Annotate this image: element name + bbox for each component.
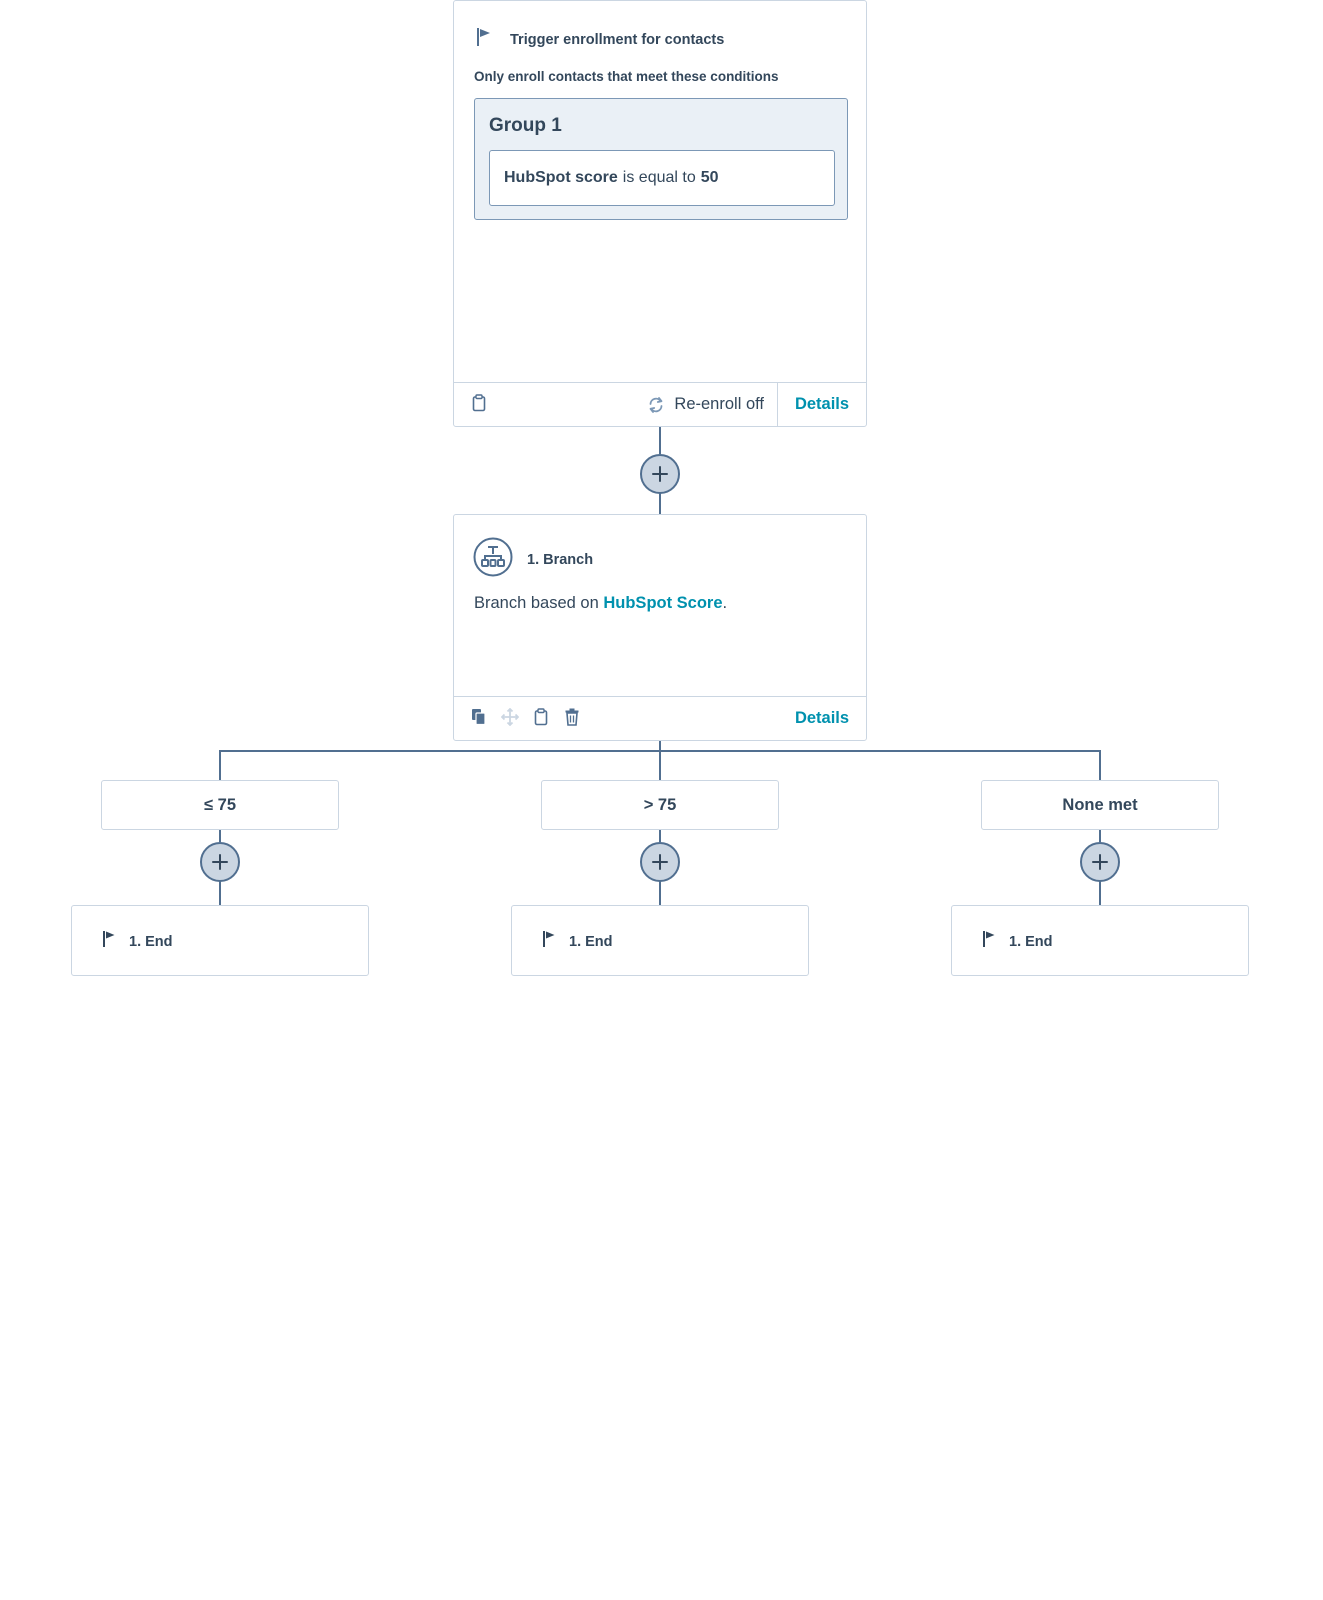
branch-description: Branch based on HubSpot Score. (474, 594, 727, 613)
branch-label-2[interactable]: > 75 (541, 780, 779, 830)
end-label: 1. End (129, 933, 173, 950)
plus-icon (212, 854, 228, 870)
connector-branch-horizontal (219, 750, 1101, 752)
connector-label-2-to-plus (659, 830, 661, 842)
connector-plus-to-branch (659, 492, 661, 514)
refresh-icon (650, 396, 663, 413)
trigger-details-link[interactable]: Details (777, 383, 866, 426)
connector-plus-2-to-end (659, 880, 661, 905)
trigger-header: Trigger enrollment for contacts (476, 27, 724, 52)
filter-condition[interactable]: HubSpot score is equal to 50 (489, 150, 835, 206)
plus-icon (1092, 854, 1108, 870)
group-title: Group 1 (489, 115, 562, 136)
branch-footer: Details (454, 696, 866, 740)
branch-header: 1. Branch (473, 537, 593, 582)
end-label: 1. End (569, 933, 613, 950)
clipboard-icon[interactable] (534, 708, 548, 731)
end-card-content: 1. End (102, 930, 173, 953)
filter-property: HubSpot score (504, 169, 618, 186)
connector-label-3-to-plus (1099, 830, 1101, 842)
plus-icon (652, 466, 668, 482)
branch-label-1[interactable]: ≤ 75 (101, 780, 339, 830)
trash-icon[interactable] (565, 708, 579, 731)
trigger-subtitle: Only enroll contacts that meet these con… (474, 69, 779, 84)
add-action-button-branch-2[interactable] (640, 842, 680, 882)
end-card-content: 1. End (542, 930, 613, 953)
branch-description-prefix: Branch based on (474, 594, 599, 612)
trigger-footer: Re-enroll off Details (454, 382, 866, 426)
filter-group: Group 1 HubSpot score is equal to 50 (474, 98, 848, 220)
branch-details-link[interactable]: Details (794, 709, 850, 727)
branch-title: 1. Branch (527, 551, 594, 568)
move-icon[interactable] (500, 707, 520, 731)
copy-icon[interactable] (471, 708, 487, 731)
branch-icon (473, 537, 513, 582)
connector-branch-left-down (219, 750, 221, 780)
flag-icon (476, 27, 492, 52)
flag-icon (542, 930, 556, 953)
connector-plus-3-to-end (1099, 880, 1101, 905)
flag-icon (102, 930, 116, 953)
connector-trigger-to-plus (659, 427, 661, 454)
connector-label-1-to-plus (219, 830, 221, 842)
plus-icon (652, 854, 668, 870)
connector-branch-down (659, 741, 661, 780)
branch-action-card[interactable]: 1. Branch Branch based on HubSpot Score. (453, 514, 867, 741)
connector-branch-right-down (1099, 750, 1101, 780)
add-action-button-branch-3[interactable] (1080, 842, 1120, 882)
trigger-card[interactable]: Trigger enrollment for contacts Only enr… (453, 0, 867, 427)
end-card-branch-1[interactable]: 1. End (71, 905, 369, 976)
end-card-content: 1. End (982, 930, 1053, 953)
connector-plus-1-to-end (219, 880, 221, 905)
filter-value: 50 (700, 169, 719, 186)
reenroll-label: Re-enroll off (674, 395, 764, 413)
flag-icon (982, 930, 996, 953)
branch-property-link[interactable]: HubSpot Score (603, 594, 723, 612)
add-action-button[interactable] (640, 454, 680, 494)
end-card-branch-3[interactable]: 1. End (951, 905, 1249, 976)
filter-operator: is equal to (622, 169, 696, 186)
branch-label-3[interactable]: None met (981, 780, 1219, 830)
end-card-branch-2[interactable]: 1. End (511, 905, 809, 976)
add-action-button-branch-1[interactable] (200, 842, 240, 882)
trigger-title: Trigger enrollment for contacts (510, 31, 725, 48)
clipboard-icon[interactable] (472, 394, 486, 417)
end-label: 1. End (1009, 933, 1053, 950)
branch-description-suffix: . (722, 594, 728, 612)
reenroll-toggle[interactable]: Re-enroll off (647, 383, 764, 426)
